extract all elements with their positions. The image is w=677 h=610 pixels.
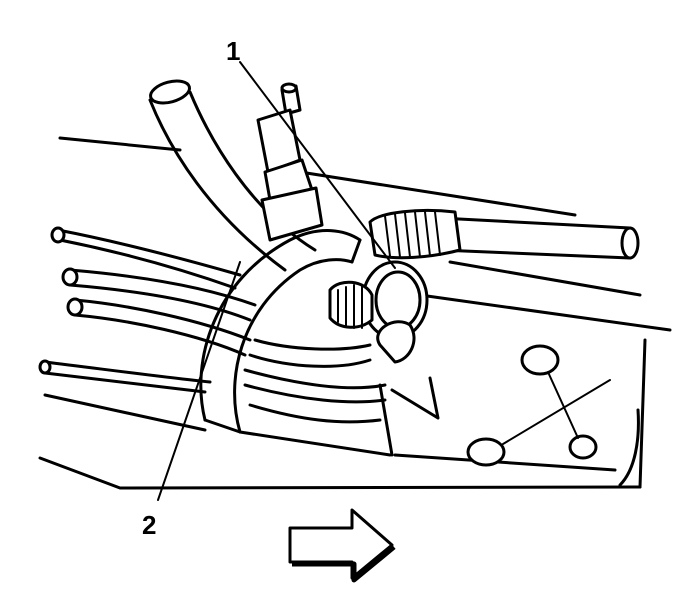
callout-2: 2 xyxy=(142,510,156,540)
floor-panel xyxy=(38,136,672,490)
right-arrow-icon xyxy=(288,508,396,583)
brake-lines xyxy=(38,226,387,424)
grommet xyxy=(328,260,429,364)
leader-lines xyxy=(157,61,396,501)
floor-bolts xyxy=(466,344,611,467)
right-tube xyxy=(368,209,640,260)
callout-1: 1 xyxy=(226,36,240,66)
sensor-fitting xyxy=(256,82,324,242)
